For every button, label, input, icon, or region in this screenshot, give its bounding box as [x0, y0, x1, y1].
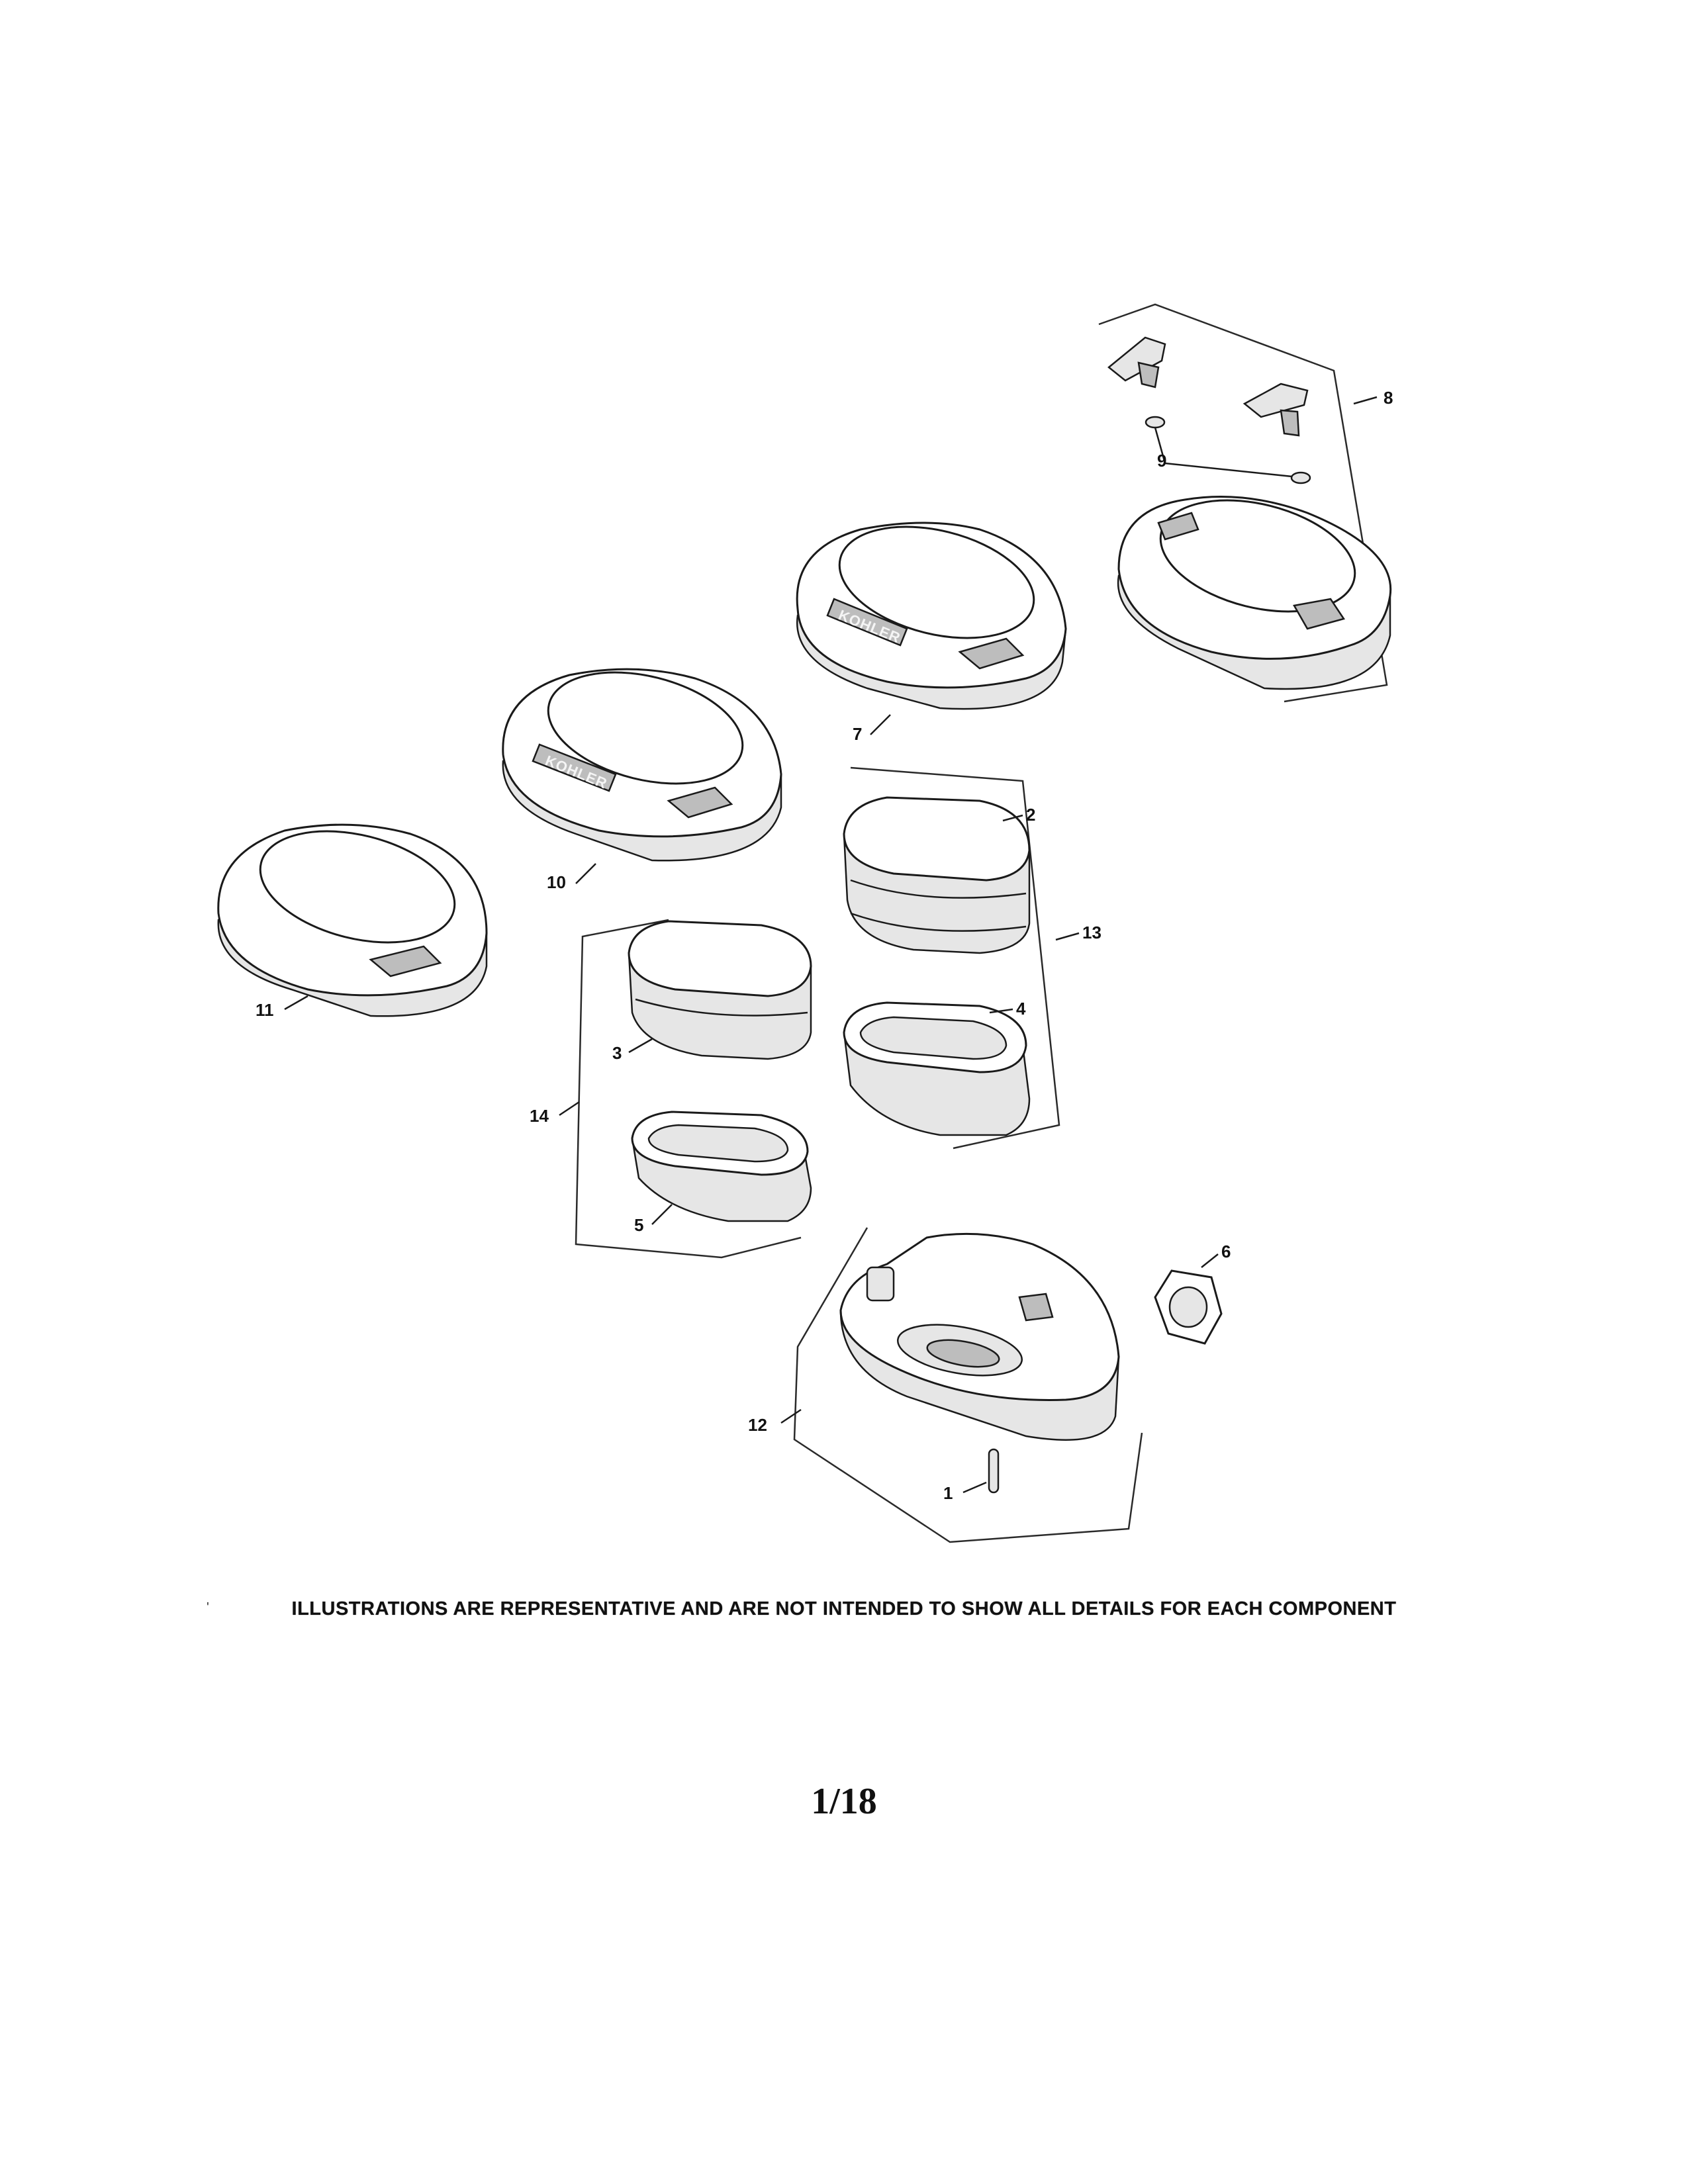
callout-14: 14	[530, 1106, 549, 1126]
air-cleaner-base-part-12	[839, 1232, 1120, 1441]
leader-11	[284, 995, 308, 1011]
leader-13	[1055, 932, 1080, 941]
gasket-part-6	[1154, 1269, 1223, 1345]
cover-part-8	[1117, 496, 1392, 690]
callout-1: 1	[943, 1483, 953, 1503]
callout-4: 4	[1016, 999, 1026, 1019]
callout-7: 7	[853, 724, 862, 744]
knob-seals	[1145, 416, 1311, 484]
callout-2: 2	[1026, 805, 1035, 825]
leader-1	[962, 1481, 987, 1494]
leader-8	[1353, 396, 1378, 405]
precleaner-part-5	[631, 1111, 812, 1222]
page-number: 1/18	[811, 1781, 877, 1822]
leader-6	[1201, 1253, 1219, 1268]
cover-part-11	[217, 823, 488, 1017]
cover-part-10: KOHLER	[502, 668, 782, 862]
cover-knob-left	[1107, 336, 1166, 388]
leader-5	[651, 1204, 673, 1225]
callout-13: 13	[1082, 923, 1102, 942]
filter-element-part-2	[843, 796, 1031, 954]
leader-14	[559, 1101, 580, 1116]
leader-12	[780, 1408, 802, 1424]
callout-9: 9	[1157, 451, 1166, 471]
cover-knob-right	[1243, 383, 1309, 437]
callout-3: 3	[612, 1043, 622, 1063]
callout-6: 6	[1221, 1242, 1231, 1261]
precleaner-part-4	[843, 1001, 1031, 1136]
kit-14-bracket	[575, 919, 802, 1259]
leader-7	[870, 714, 891, 735]
kit-8-bracket	[1098, 303, 1388, 703]
filter-element-part-3	[628, 920, 812, 1060]
callout-10: 10	[547, 872, 566, 892]
margin-tick: '	[207, 1600, 209, 1615]
callout-11: 11	[256, 1000, 274, 1020]
leader-4	[989, 1008, 1013, 1014]
callout-8: 8	[1383, 388, 1393, 408]
callout-12: 12	[748, 1415, 767, 1435]
kit-13-bracket	[850, 766, 1060, 1150]
callout-5: 5	[634, 1215, 643, 1235]
disclaimer-text: ILLUSTRATIONS ARE REPRESENTATIVE AND ARE…	[291, 1598, 1397, 1619]
leader-3	[628, 1038, 653, 1054]
leader-10	[575, 863, 596, 884]
leader-2	[1002, 814, 1023, 822]
pin-part-1	[988, 1448, 1000, 1494]
cover-part-7: KOHLER	[796, 522, 1067, 710]
base-12-bracket	[793, 1227, 1143, 1543]
